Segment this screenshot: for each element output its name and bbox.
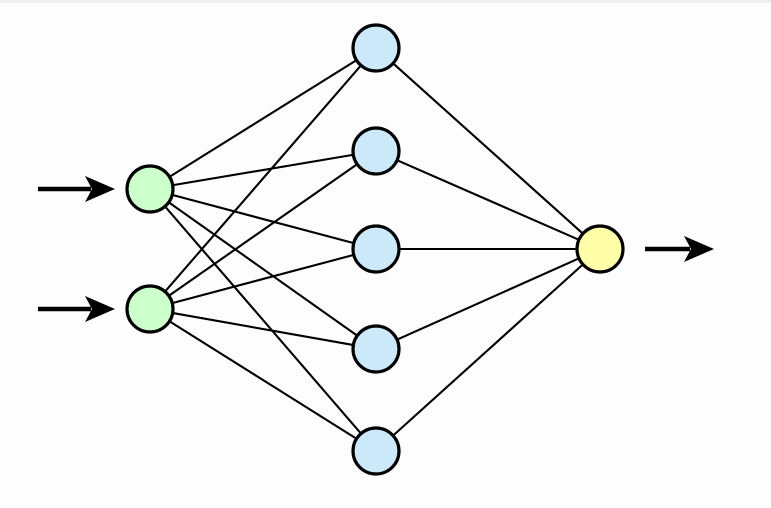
edge-input-1-to-hidden-1 — [167, 58, 359, 179]
edge-hidden-4-to-output-1 — [395, 256, 581, 342]
output-arrow-head — [684, 236, 714, 262]
top-edge-band — [0, 0, 771, 3]
layer-hidden — [351, 23, 401, 476]
edge-input-1-to-hidden-4 — [166, 200, 360, 338]
arrows-group — [38, 176, 714, 322]
edge-hidden-5-to-output-1 — [391, 262, 585, 438]
node-input-2[interactable] — [125, 284, 175, 334]
node-hidden-4[interactable] — [351, 324, 401, 374]
edge-input-2-to-hidden-2 — [166, 162, 360, 298]
node-hidden-2[interactable] — [351, 126, 401, 176]
layer-input — [125, 164, 175, 334]
edge-hidden-2-to-output-1 — [395, 158, 581, 242]
input-arrow-top-head — [85, 176, 115, 202]
node-output-1[interactable] — [575, 224, 625, 274]
input-arrow-bottom-head — [85, 296, 115, 322]
edge-input-1-to-hidden-3 — [170, 193, 356, 245]
edge-input-1-to-hidden-2 — [170, 153, 356, 187]
edge-input-1-to-hidden-5 — [163, 204, 363, 436]
edge-hidden-1-to-output-1 — [391, 61, 585, 236]
edges-group — [163, 58, 585, 441]
layer-output — [575, 224, 625, 274]
node-hidden-1[interactable] — [351, 23, 401, 73]
nodes-group — [125, 23, 625, 476]
edge-input-2-to-hidden-3 — [170, 253, 356, 305]
input-arrow-bottom-icon — [38, 296, 115, 322]
edge-input-2-to-hidden-4 — [170, 311, 356, 347]
node-hidden-3[interactable] — [351, 224, 401, 274]
output-arrow-icon — [645, 236, 714, 262]
input-arrow-top-icon — [38, 176, 115, 202]
node-input-1[interactable] — [125, 164, 175, 214]
edge-input-2-to-hidden-1 — [163, 63, 363, 294]
edge-input-2-to-hidden-5 — [167, 319, 359, 441]
node-hidden-5[interactable] — [351, 426, 401, 476]
